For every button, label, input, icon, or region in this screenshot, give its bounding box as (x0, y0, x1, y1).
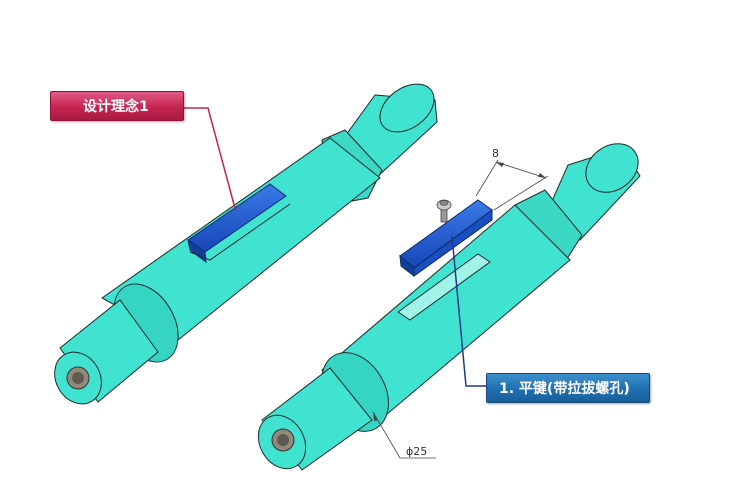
right-shaft-keyway (397, 253, 491, 321)
left-shaft (54, 83, 438, 405)
design-concept-leader (184, 107, 237, 213)
key-width-label: 8 (492, 147, 499, 160)
key-part-leader (451, 235, 486, 387)
shaft-diameter-dimension: ϕ25 (372, 411, 436, 459)
key-width-dimension: 8 (475, 147, 549, 211)
design-concept-label: 设计理念1 (83, 99, 149, 115)
left-shaft-right-end-face (379, 83, 435, 133)
key-part-tag: 1. 平键(带拉拔螺孔) (486, 373, 650, 403)
shaft-diameter-label: ϕ25 (406, 445, 427, 458)
left-shaft-thread-core (72, 372, 84, 384)
key-part-label: 1. 平键(带拉拔螺孔) (499, 381, 630, 397)
left-shaft-seated-key (187, 183, 291, 264)
design-concept-tag: 设计理念1 (50, 91, 184, 121)
pull-out-screw (436, 199, 452, 223)
right-shaft (257, 143, 641, 471)
right-shaft-right-end-face (585, 143, 639, 193)
right-shaft-thread-core (277, 434, 289, 446)
